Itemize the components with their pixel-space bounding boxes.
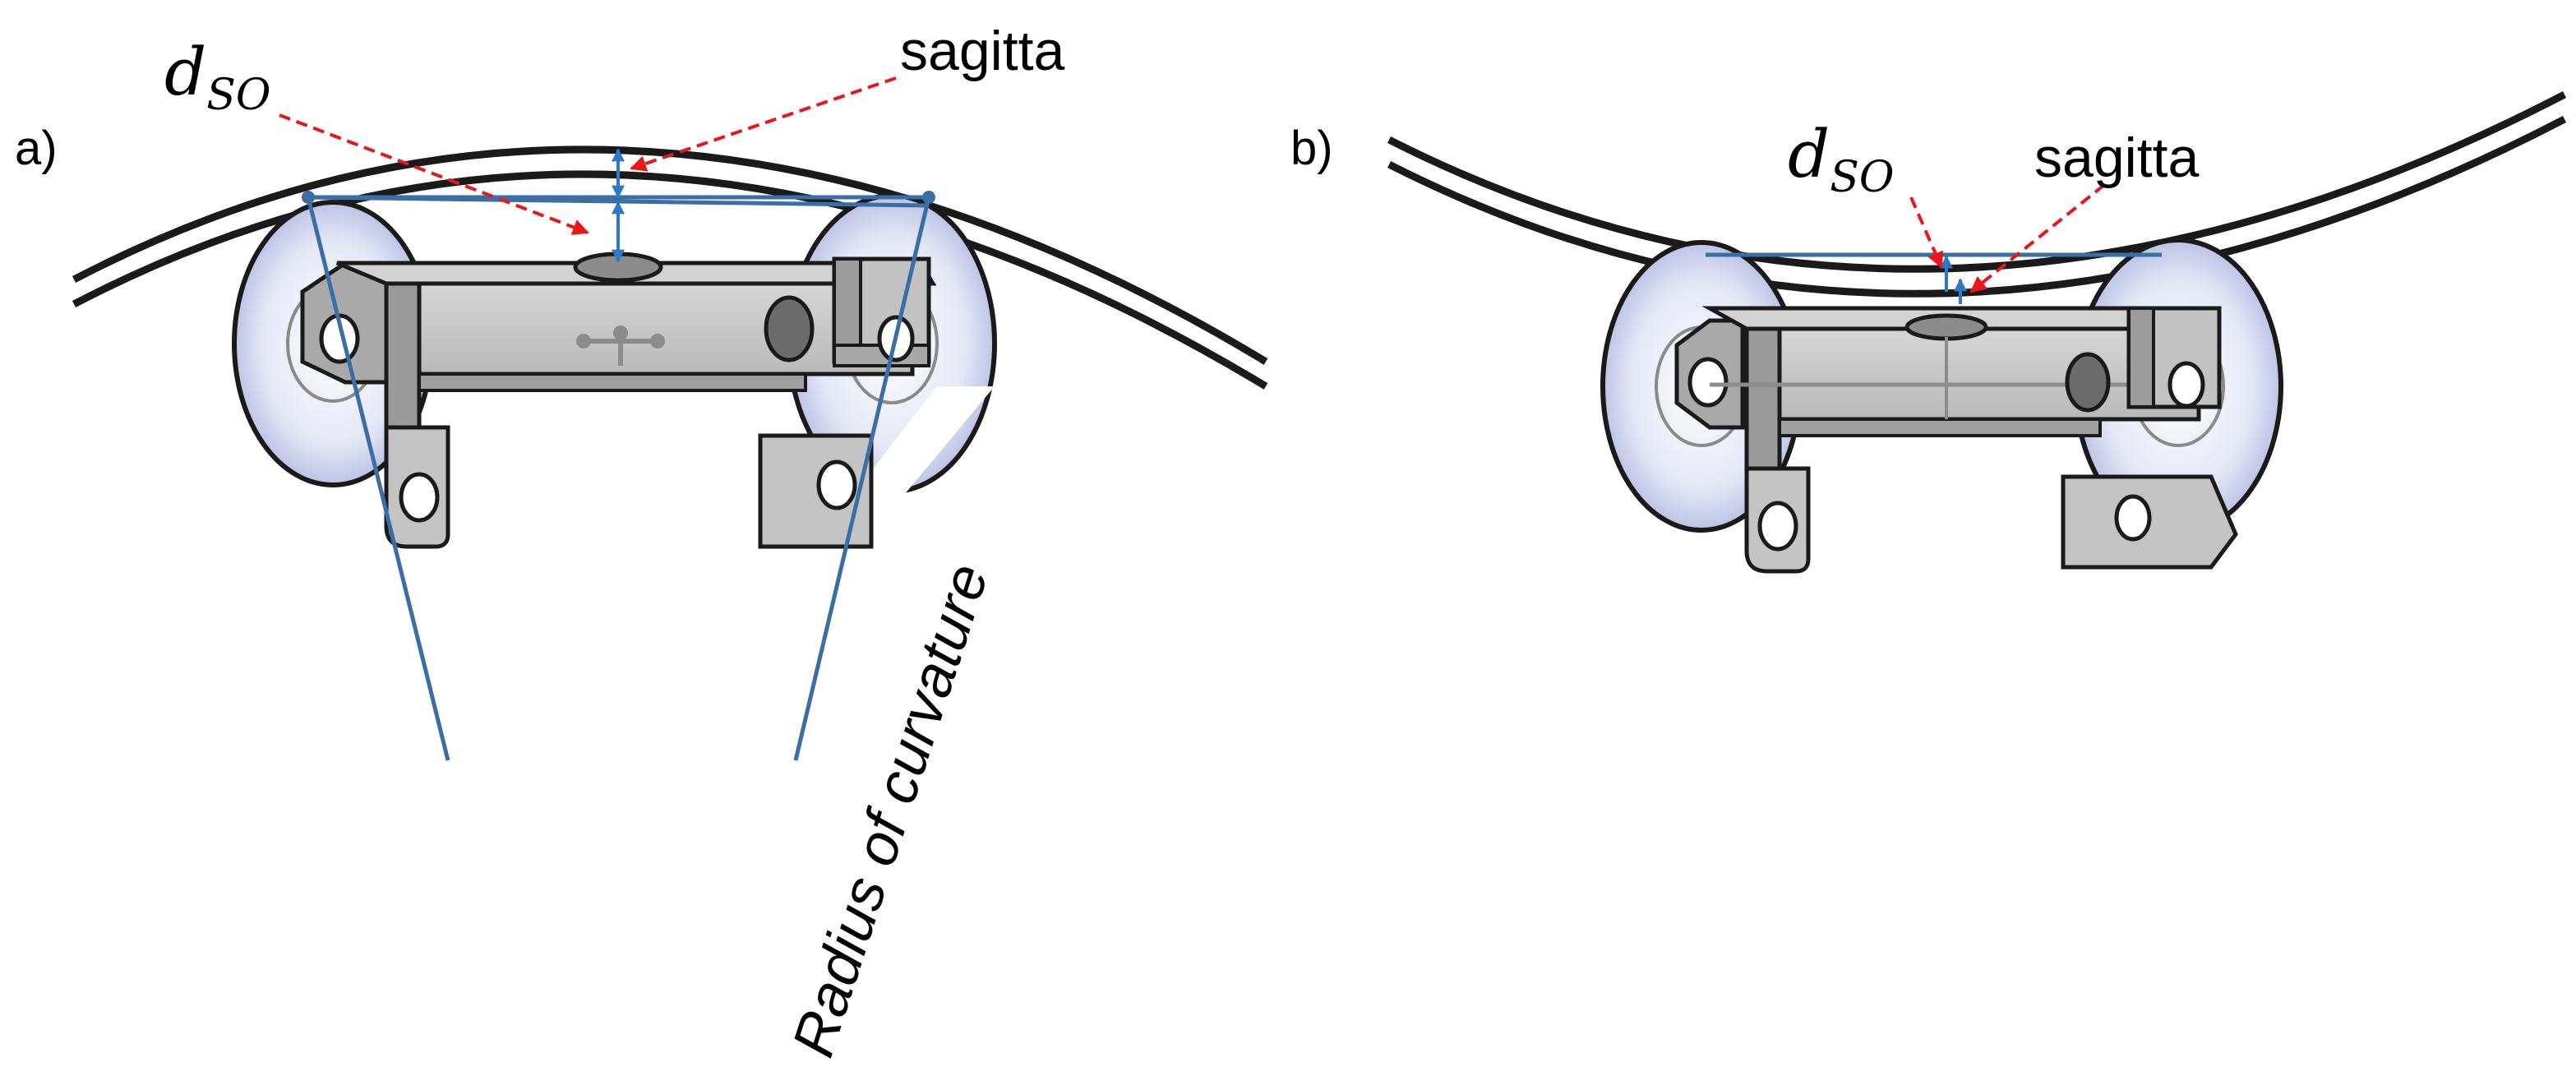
panel-a-label: a) (15, 122, 58, 175)
level-mark (576, 326, 665, 366)
left-radius-line (306, 196, 450, 761)
panel-b: b) (1290, 91, 2567, 574)
dso-label-a: dSO (164, 34, 270, 120)
right-bracket (2126, 306, 2222, 409)
right-bracket (832, 256, 931, 367)
bolt-hole-icon (2167, 361, 2205, 409)
sagitta-pointer-b (1969, 183, 2106, 293)
sagitta-label-a: sagitta (900, 20, 1065, 82)
sagitta-pointer-a (630, 76, 897, 172)
bolt-hole-icon (399, 472, 440, 523)
radius-label: Radius of curvature (780, 556, 1001, 1064)
right-radius-line (793, 196, 931, 761)
bolt-hole-icon (1687, 357, 1729, 408)
sensor-icon (1904, 313, 1988, 341)
dso-pointer-a (279, 113, 589, 235)
bolt-hole-icon (2114, 494, 2152, 542)
bolt-hole-icon (816, 459, 857, 510)
rail-outer (1387, 91, 2567, 273)
rail-outer (72, 145, 1268, 365)
left-bracket (300, 261, 389, 385)
panel-b-label: b) (1290, 122, 1333, 175)
right-leg (2061, 474, 2238, 570)
rail-inner (1387, 116, 2567, 298)
panel-a: a) (15, 20, 1268, 1064)
sagitta-label-b: sagitta (2034, 127, 2200, 189)
bolt-hole-icon (1757, 501, 1798, 552)
rail-inner (72, 170, 1268, 390)
bolt-hole-icon (764, 295, 815, 362)
construction-lines (302, 191, 935, 761)
left-leg (384, 425, 450, 549)
left-leg (1744, 466, 1811, 574)
dso-label-b: dSO (1788, 116, 1894, 202)
left-bracket (1674, 318, 1745, 430)
bolt-hole-icon (2065, 352, 2111, 413)
right-leg (758, 433, 874, 549)
frame-body (336, 252, 937, 430)
dso-pointer-b (1909, 196, 1943, 269)
sagitta-measure (1940, 255, 1967, 304)
